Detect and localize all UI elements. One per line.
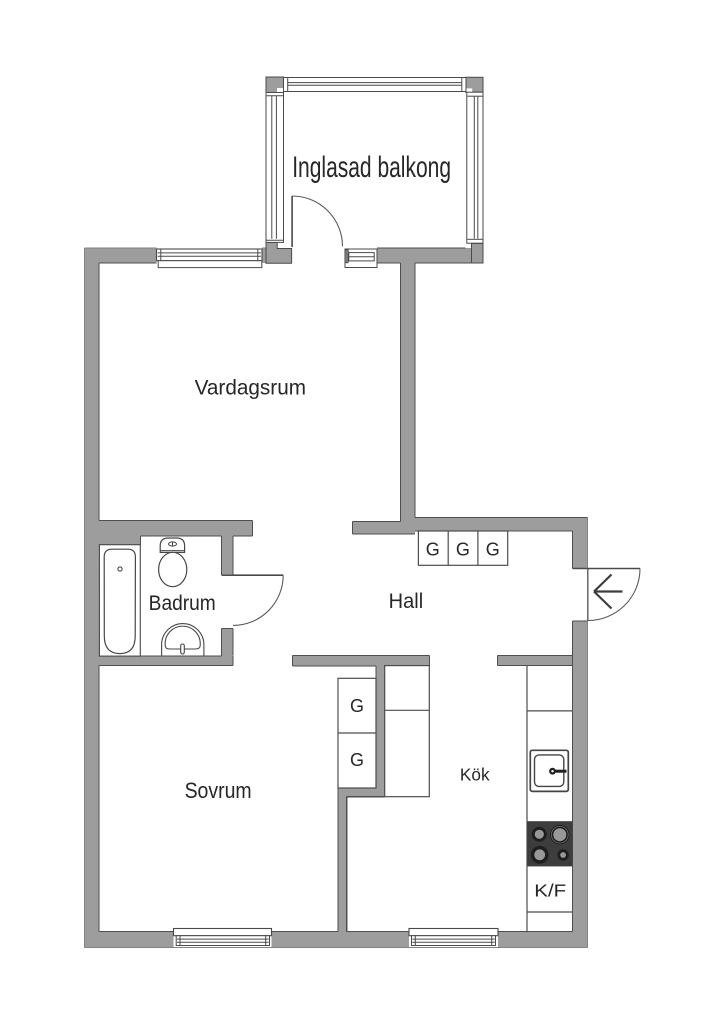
svg-text:G: G bbox=[350, 750, 364, 770]
svg-text:Badrum: Badrum bbox=[149, 592, 216, 615]
svg-text:Vardagsrum: Vardagsrum bbox=[195, 376, 306, 399]
svg-text:Kök: Kök bbox=[460, 764, 490, 784]
svg-text:Sovrum: Sovrum bbox=[185, 779, 252, 803]
svg-text:G: G bbox=[456, 539, 470, 559]
svg-text:Hall: Hall bbox=[389, 590, 423, 613]
svg-text:G: G bbox=[486, 539, 500, 559]
svg-text:Inglasad balkong: Inglasad balkong bbox=[292, 152, 451, 184]
svg-text:K/F: K/F bbox=[534, 882, 566, 901]
svg-text:G: G bbox=[426, 539, 440, 559]
svg-text:G: G bbox=[350, 696, 364, 716]
